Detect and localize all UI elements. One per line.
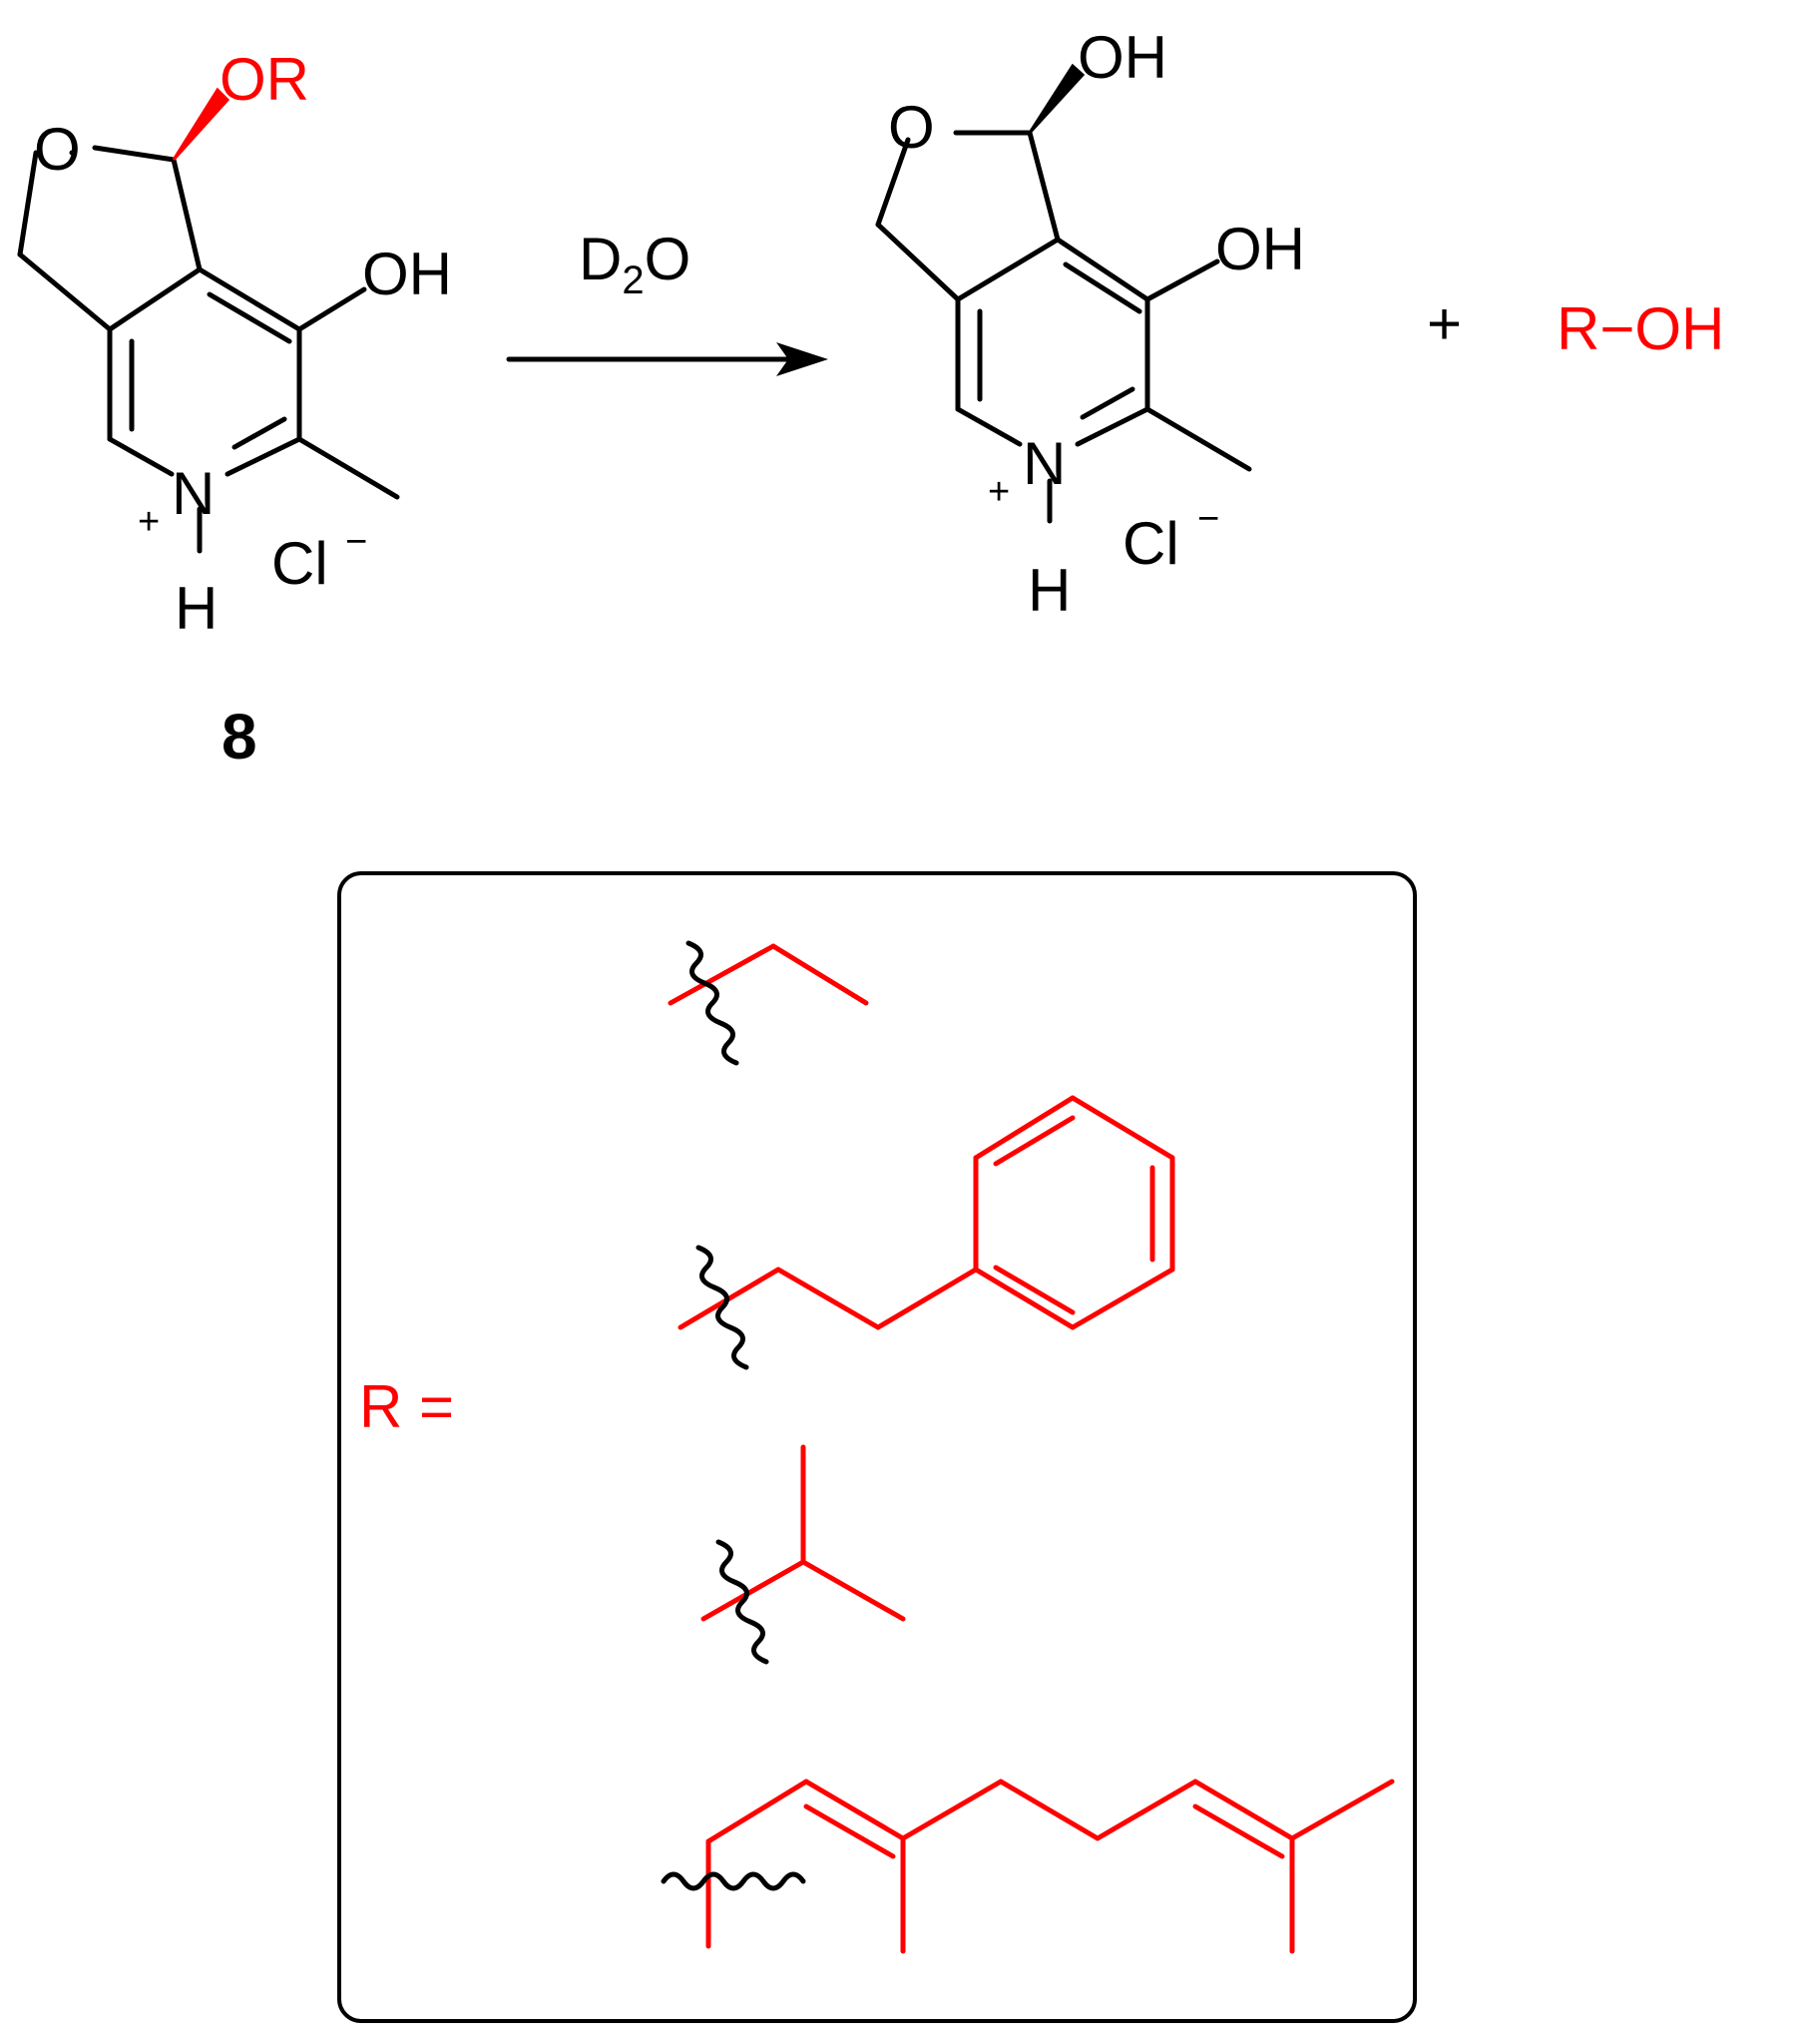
reactant-or-label: OR [220,46,309,113]
r-group-box [337,871,1417,2023]
product-charge-label: + [988,471,1010,513]
reactant-hydrogen-label: H [175,575,218,642]
reactant-structure [17,87,400,554]
r-group-geranyl [661,1779,1395,1954]
product-counterion-charge: − [1197,498,1219,540]
reactant-nitrogen-label: N [172,460,215,527]
product-structure [875,63,1252,524]
product-hydrogen-label: H [1028,557,1071,624]
product-ring-oxygen-label: O [888,94,935,161]
reactant-counterion-label: Cl [271,530,328,597]
product-top-oh-label: OH [1078,24,1167,91]
compound-number: 8 [222,701,257,772]
byproduct-label: R−OH [1557,295,1724,362]
reactant-oh-label: OH [362,241,452,307]
plus-sign: + [1427,290,1462,357]
ring-oxygen-label: O [34,116,81,183]
reaction-arrowhead [776,342,828,376]
product-counterion-label: Cl [1123,510,1179,577]
r-group-ethyl [668,940,869,1066]
reactant-charge-label: + [138,501,160,543]
reagent-label: D2O [579,226,690,302]
product-nitrogen-label: N [1023,430,1066,497]
r-group-phenylethyl [677,1095,1175,1370]
product-ring-oh-label: OH [1215,216,1305,282]
reactant-counterion-charge: − [345,521,367,563]
r-group-isopropyl [700,1444,906,1665]
r-equals-label: R = [359,1373,454,1440]
